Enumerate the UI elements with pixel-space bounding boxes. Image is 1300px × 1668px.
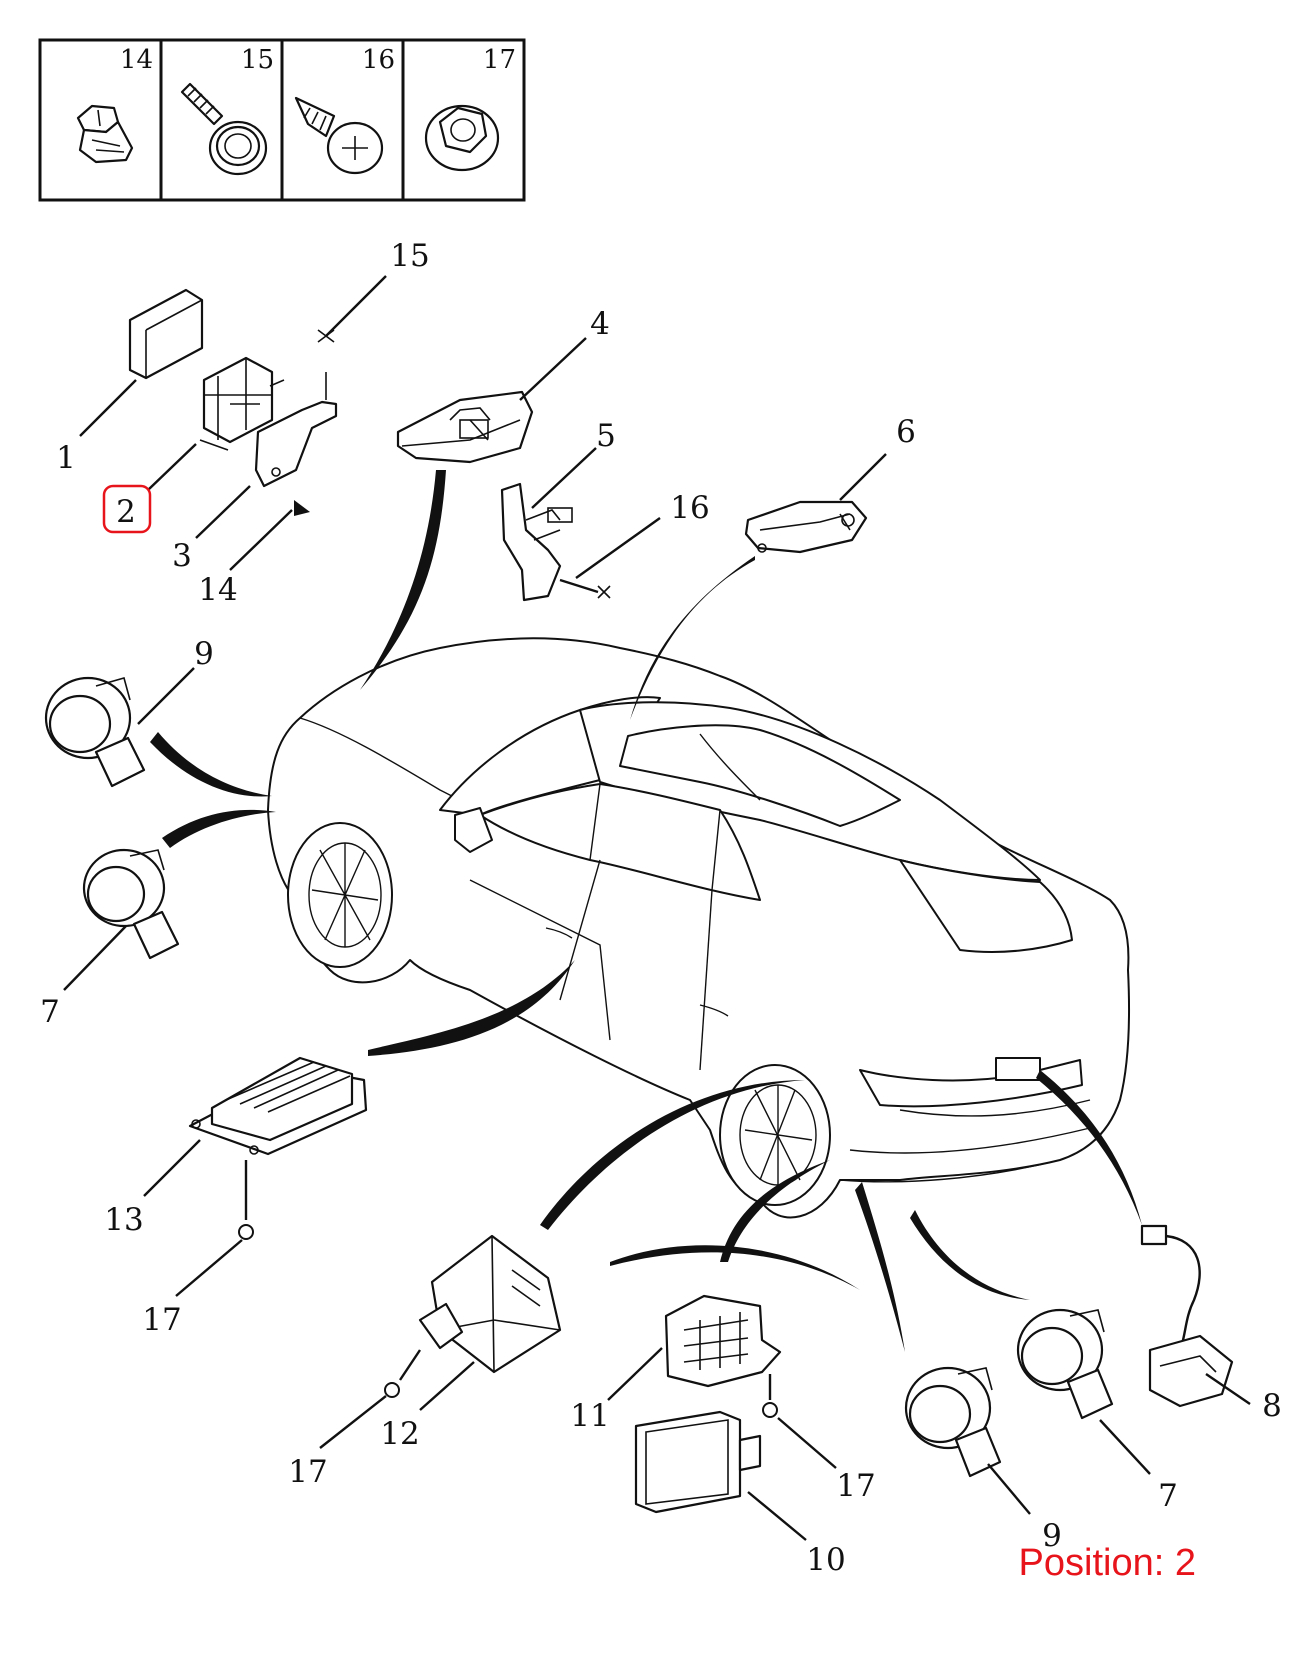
- vehicle-outline: [267, 637, 1131, 1219]
- callout-3: 3: [172, 538, 192, 574]
- callout-13: 13: [104, 1202, 143, 1238]
- callout-11: 11: [570, 1398, 609, 1434]
- callout-9-rear: 9: [1042, 1518, 1062, 1554]
- part-13-control-module: [188, 1056, 368, 1156]
- part-1-cover: [128, 288, 204, 380]
- callout-14: 14: [198, 572, 237, 608]
- callout-7-front: 7: [40, 994, 60, 1030]
- push-clip-icon: [76, 104, 134, 164]
- callout-2-highlight: [102, 484, 152, 534]
- callout-17-center: 17: [288, 1454, 327, 1490]
- part-3-bracket: [254, 372, 338, 516]
- fastener-legend: 14 15 16 17: [38, 38, 526, 202]
- leader-lines: [63, 275, 1251, 1541]
- flange-nut-icon: [424, 104, 500, 172]
- callout-6: 6: [896, 414, 916, 450]
- legend-number-15: 15: [241, 45, 274, 75]
- legend-number-17: 17: [483, 45, 516, 75]
- part-7-sensor-rear: [1016, 1308, 1114, 1420]
- callout-7-rear: 7: [1158, 1478, 1178, 1514]
- callout-5: 5: [596, 418, 616, 454]
- part-4-camera-housing: [396, 390, 534, 464]
- part-7-sensor-front: [82, 848, 180, 960]
- part-9-sensor-rear: [904, 1366, 1002, 1478]
- flange-bolt-icon: [180, 82, 268, 176]
- part-9-sensor-front: [44, 676, 146, 788]
- legend-number-14: 14: [120, 45, 153, 75]
- callout-10: 10: [806, 1542, 845, 1578]
- callout-9-front: 9: [194, 636, 214, 672]
- part-12-radar-unit: [418, 1234, 562, 1374]
- position-label: Position: 2: [1018, 1542, 1196, 1584]
- callout-numbers: 1 2 3 14 15 4 5 16 6 9 7 13 17 17 12 11 …: [40, 238, 1282, 1578]
- part-6-front-radar: [744, 500, 868, 554]
- callout-16: 16: [670, 490, 709, 526]
- callout-2: 2: [116, 494, 136, 530]
- callout-1: 1: [56, 440, 76, 476]
- callout-15: 15: [390, 238, 429, 274]
- leader-swooshes: [150, 470, 1142, 1352]
- callout-12: 12: [380, 1416, 419, 1452]
- callout-4: 4: [590, 306, 610, 342]
- part-5-bracket-connector: [500, 482, 573, 602]
- callout-17-right: 17: [836, 1468, 875, 1504]
- self-tapping-screw-icon: [294, 96, 384, 175]
- part-2-module: [199, 356, 285, 451]
- part-8-harness: [1140, 1224, 1234, 1408]
- part-10-blind-spot-module: [634, 1410, 762, 1514]
- part-11-bracket: [664, 1294, 782, 1388]
- callout-17-left: 17: [142, 1302, 181, 1338]
- callout-8: 8: [1262, 1388, 1282, 1424]
- legend-number-16: 16: [362, 45, 395, 75]
